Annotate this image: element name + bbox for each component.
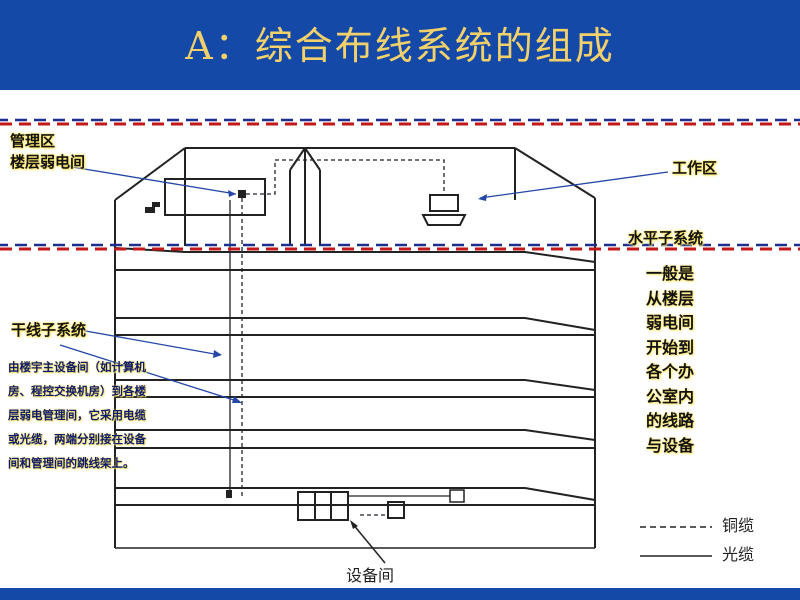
backbone-description: 由楼宇主设备间（如计算机房、程控交换机房）到各楼层弱电管理间，它采用电缆或光缆，… <box>8 360 146 470</box>
wall-device <box>145 207 155 213</box>
equipment-box <box>387 501 405 519</box>
horizontal-desc-line: 各个办 <box>646 362 695 381</box>
work-area-label: 工作区 <box>672 159 718 177</box>
floor-slabs <box>114 246 596 506</box>
equipment-rack <box>297 491 349 521</box>
management-label-line2: 楼层弱电间 <box>10 153 86 171</box>
horizontal-desc-line: 的线路 <box>646 411 695 430</box>
backbone-subsystem-label: 干线子系统 <box>11 321 87 339</box>
legend-copper-label: 铜缆 <box>722 516 755 535</box>
horizontal-desc-line: 公室内 <box>646 386 695 406</box>
horizontal-desc-line: 开始到 <box>646 337 695 357</box>
horizontal-subsystem-label: 水平子系统 <box>628 229 704 247</box>
management-room <box>164 178 266 216</box>
floor-slab <box>114 429 596 449</box>
floor-slab <box>114 246 596 271</box>
equipment-room-label: 设备间 <box>346 566 395 585</box>
workstation <box>421 194 467 226</box>
bottom-strip <box>0 588 800 600</box>
right-top-edge <box>514 147 596 199</box>
middle-divider <box>0 243 800 251</box>
pointer-lines <box>59 164 669 403</box>
title-bar <box>0 0 800 90</box>
legend-fiber-label: 光缆 <box>722 545 755 564</box>
copper-cable <box>241 159 445 516</box>
floor-slab <box>114 317 596 336</box>
horizontal-desc-line: 从楼层 <box>646 288 695 308</box>
slide-body <box>0 90 800 600</box>
horizontal-desc-line: 弱电间 <box>646 313 695 332</box>
horizontal-desc-line: 一般是 <box>646 264 695 283</box>
horizontal-description: 一般是 从楼层 弱电间 开始到 各个办 公室内 的线路 与设备 <box>646 262 694 458</box>
left-wall-top <box>114 147 186 201</box>
horizontal-desc-line: 与设备 <box>646 435 695 455</box>
top-divider <box>0 118 800 126</box>
patch-panel <box>238 190 246 198</box>
slide-title: A：综合布线系统的组成 <box>185 24 615 68</box>
management-area-label: 管理区 楼层弱电间 <box>10 131 85 173</box>
management-label-line1: 管理区 <box>10 132 56 150</box>
floor-slab <box>114 379 596 398</box>
